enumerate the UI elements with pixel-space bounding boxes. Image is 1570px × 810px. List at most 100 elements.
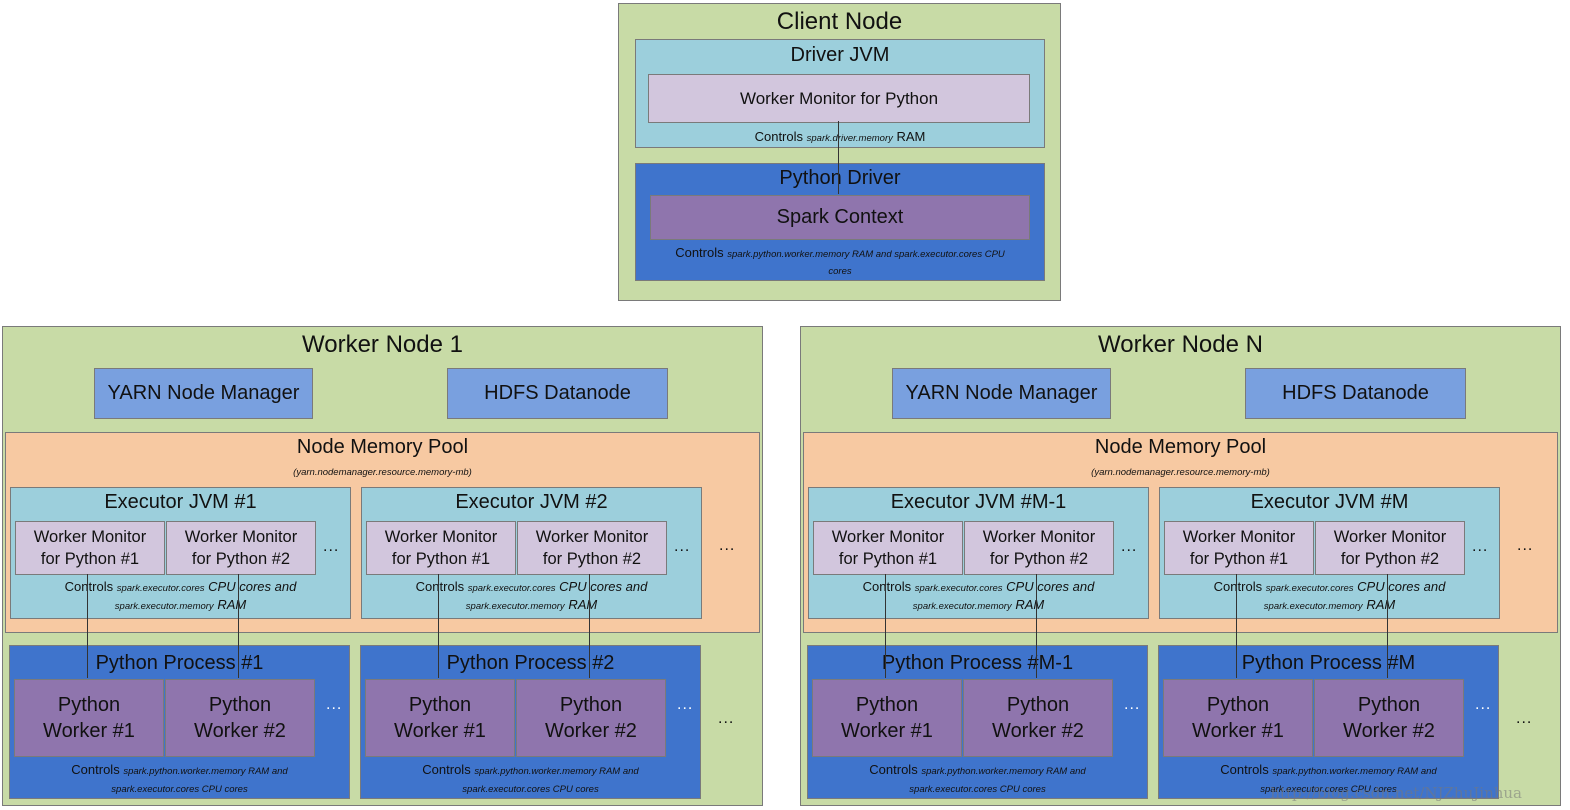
ellipsis: ...: [674, 538, 691, 555]
controls-label: Controls: [1213, 579, 1263, 594]
spark-context-label: Spark Context: [776, 206, 904, 228]
python-process: Python Process #M Python Worker #1 Pytho…: [1158, 645, 1499, 799]
python-driver-controls-line2: cores: [636, 261, 1044, 280]
ellipsis: ...: [677, 696, 694, 713]
client-node: Client Node Driver JVM Worker Monitor fo…: [618, 3, 1061, 301]
python-worker-label: Python: [57, 694, 121, 716]
pool-param-text: (yarn.nodemanager.resource.memory-mb): [1091, 467, 1270, 478]
executor-controls-line2: spark.executor.memory RAM: [809, 596, 1148, 615]
executor-jvm: Executor JVM #M-1 Worker Monitor for Pyt…: [808, 487, 1149, 619]
executor-controls: Controls spark.executor.cores CPU cores …: [11, 578, 350, 597]
worker-monitor-label: Worker Monitor: [384, 528, 498, 546]
worker-monitor-label: Worker Monitor: [982, 528, 1096, 546]
process-controls: Controls spark.python.worker.memory RAM …: [361, 761, 700, 780]
controls-label: Controls: [415, 579, 465, 594]
python-worker-memory-param: spark.python.worker.memory RAM and: [474, 766, 639, 777]
executor-cores-param: spark.executor.cores: [116, 583, 205, 594]
python-process-title: Python Process #M-1: [881, 652, 1074, 674]
controls-label: Controls: [675, 245, 724, 260]
worker-monitor-2: Worker Monitor for Python #2: [517, 521, 667, 575]
hdfs-datanode: HDFS Datanode: [447, 368, 668, 419]
python-worker-label: Python: [1357, 694, 1421, 716]
worker-monitor-label: Worker Monitor: [184, 528, 298, 546]
driver-worker-monitor: Worker Monitor for Python: [648, 74, 1030, 123]
ram-label: RAM: [217, 597, 247, 612]
executor-controls-line2: spark.executor.memory RAM: [1160, 596, 1499, 615]
executor-controls: Controls spark.executor.cores CPU cores …: [1160, 578, 1499, 597]
worker-node-1: Worker Node 1 YARN Node Manager HDFS Dat…: [2, 326, 763, 806]
python-worker-label: Python: [1006, 694, 1070, 716]
driver-worker-monitor-label: Worker Monitor for Python: [739, 88, 939, 108]
worker-monitor-1: Worker Monitor for Python #1: [15, 521, 165, 575]
python-worker-label: Python: [1206, 694, 1270, 716]
driver-jvm-controls: Controls spark.driver.memory RAM: [636, 128, 1044, 147]
client-node-title: Client Node: [776, 8, 903, 35]
worker-monitor-sub: for Python #1: [40, 550, 140, 568]
python-worker-sub: Worker #2: [992, 720, 1084, 742]
python-driver-param-line2: cores: [828, 266, 852, 277]
yarn-node-manager: YARN Node Manager: [892, 368, 1111, 419]
driver-connector-line: [838, 121, 839, 194]
monitor-worker-connector: [885, 574, 886, 678]
yarn-node-manager: YARN Node Manager: [94, 368, 313, 419]
monitor-worker-connector: [1036, 574, 1037, 678]
executor-cores-param: spark.executor.cores CPU cores: [909, 784, 1046, 795]
python-worker-label: Python: [408, 694, 472, 716]
executor-jvm-title: Executor JVM #1: [104, 491, 257, 513]
node-memory-pool-param: (yarn.nodemanager.resource.memory-mb): [6, 462, 759, 481]
executor-cores-param: spark.executor.cores CPU cores: [462, 784, 599, 795]
monitor-worker-connector: [438, 574, 439, 678]
process-controls: Controls spark.python.worker.memory RAM …: [10, 761, 349, 780]
yarn-node-manager-label: YARN Node Manager: [107, 382, 300, 404]
python-process-title: Python Process #2: [446, 652, 615, 674]
worker-monitor-sub: for Python #2: [1340, 550, 1440, 568]
ram-label: RAM: [1015, 597, 1045, 612]
process-controls-line2: spark.executor.cores CPU cores: [10, 779, 349, 798]
driver-memory-param: spark.driver.memory: [806, 133, 893, 144]
ellipsis: ...: [718, 710, 735, 727]
executor-memory-param: spark.executor.memory: [912, 601, 1012, 612]
worker-monitor-label: Worker Monitor: [831, 528, 945, 546]
monitor-worker-connector: [87, 574, 88, 678]
python-driver: Python Driver Spark Context Controls spa…: [635, 163, 1045, 281]
monitor-worker-connector: [1236, 574, 1237, 678]
controls-label: Controls: [422, 762, 471, 777]
executor-controls-line2: spark.executor.memory RAM: [362, 596, 701, 615]
executor-controls-text: CPU cores and: [559, 579, 648, 594]
process-controls-line2: spark.executor.cores CPU cores: [808, 779, 1147, 798]
python-worker-label: Python: [559, 694, 623, 716]
controls-label: Controls: [71, 762, 120, 777]
worker-monitor-sub: for Python #2: [191, 550, 291, 568]
ellipsis: ...: [1517, 537, 1534, 554]
pool-param-text: (yarn.nodemanager.resource.memory-mb): [293, 467, 472, 478]
node-memory-pool-title: Node Memory Pool: [296, 436, 469, 458]
executor-jvm: Executor JVM #2 Worker Monitor for Pytho…: [361, 487, 702, 619]
worker-monitor-1: Worker Monitor for Python #1: [813, 521, 963, 575]
python-process-title: Python Process #M: [1241, 652, 1416, 674]
controls-label: Controls: [869, 762, 918, 777]
executor-controls: Controls spark.executor.cores CPU cores …: [809, 578, 1148, 597]
executor-memory-param: spark.executor.memory: [1263, 601, 1363, 612]
worker-monitor-2: Worker Monitor for Python #2: [964, 521, 1114, 575]
ellipsis: ...: [1475, 696, 1492, 713]
worker-node-n: Worker Node N YARN Node Manager HDFS Dat…: [800, 326, 1561, 806]
ellipsis: ...: [326, 696, 343, 713]
controls-label: Controls: [862, 579, 912, 594]
worker-monitor-sub: for Python #1: [838, 550, 938, 568]
python-worker-sub: Worker #2: [194, 720, 286, 742]
python-worker-sub: Worker #2: [545, 720, 637, 742]
ellipsis: ...: [323, 538, 340, 555]
worker-monitor-label: Worker Monitor: [535, 528, 649, 546]
executor-cores-param: spark.executor.cores CPU cores: [111, 784, 248, 795]
python-worker-label: Python: [208, 694, 272, 716]
executor-cores-param: spark.executor.cores: [467, 583, 556, 594]
executor-jvm-title: Executor JVM #M-1: [890, 491, 1067, 513]
process-controls-line2: spark.executor.cores CPU cores: [361, 779, 700, 798]
python-worker-sub: Worker #1: [43, 720, 135, 742]
node-memory-pool: Node Memory Pool (yarn.nodemanager.resou…: [5, 432, 760, 633]
controls-label: Controls: [754, 129, 804, 144]
watermark: http://blog.csdn.net/NJZhuJinhua: [1270, 784, 1522, 802]
worker-monitor-2: Worker Monitor for Python #2: [166, 521, 316, 575]
spark-context: Spark Context: [650, 195, 1030, 240]
process-controls-line2: spark.executor.cores CPU cores: [1159, 779, 1498, 798]
